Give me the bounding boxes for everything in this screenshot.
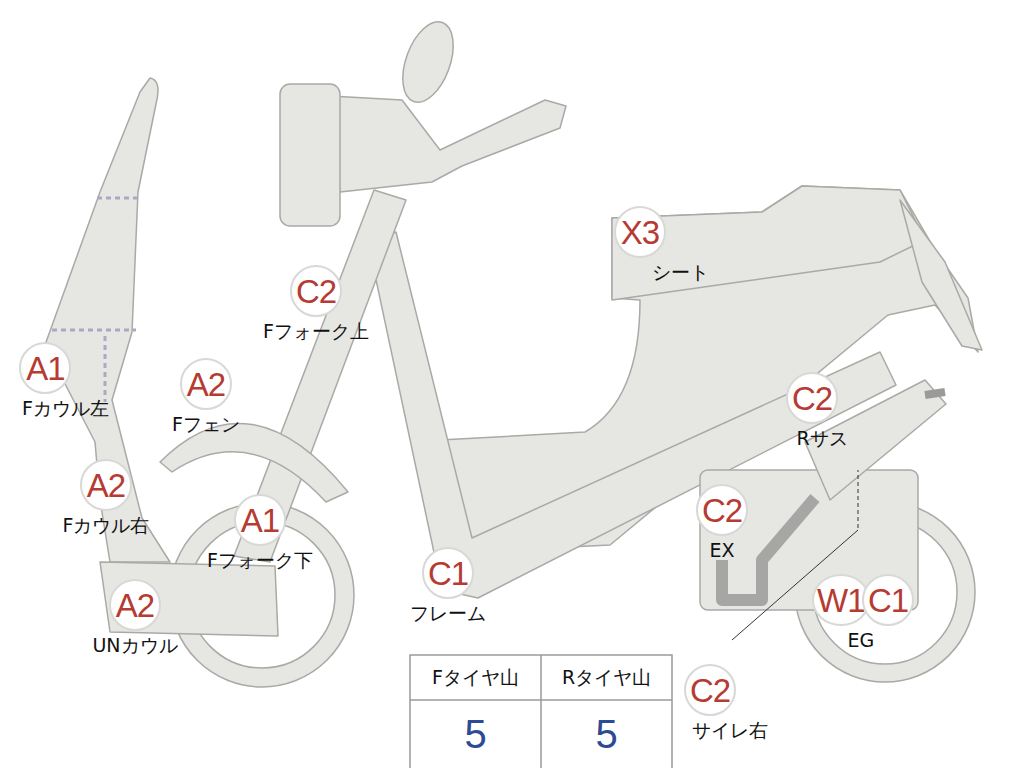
cowl-dotted-line bbox=[52, 329, 136, 332]
callout-circle: C1 bbox=[422, 547, 474, 599]
callout-circle: A2 bbox=[109, 579, 161, 631]
table-cell: 5 bbox=[541, 700, 672, 768]
callout-circle: A1 bbox=[234, 494, 286, 546]
callout-circle: A1 bbox=[19, 342, 71, 394]
callout-circle: C2 bbox=[684, 664, 736, 716]
damage-code: C2 bbox=[296, 275, 336, 308]
damage-callout: W1EG bbox=[812, 574, 870, 652]
part-name: Fフォーク下 bbox=[207, 549, 313, 572]
under-cowl bbox=[100, 562, 278, 636]
handlebar bbox=[330, 96, 566, 192]
leader-line-hidden bbox=[858, 470, 859, 528]
cowl-dotted-line bbox=[97, 197, 140, 200]
tail-light bbox=[900, 200, 982, 350]
table-rule bbox=[540, 655, 542, 768]
callout-circle: C2 bbox=[696, 484, 748, 536]
damage-code: C1 bbox=[428, 557, 468, 590]
damage-callout: A1Fフォーク下 bbox=[207, 494, 313, 572]
part-name: Rサス bbox=[796, 427, 847, 450]
damage-code: A1 bbox=[241, 504, 279, 537]
table-border bbox=[410, 655, 672, 768]
part-name: サイレ右 bbox=[692, 719, 768, 742]
damage-code: C2 bbox=[690, 674, 730, 707]
damage-code: A1 bbox=[26, 352, 64, 385]
damage-callout: A2UNカウル bbox=[92, 579, 177, 657]
damage-code: A2 bbox=[116, 589, 154, 622]
callout-circle: A2 bbox=[80, 459, 132, 511]
shock-bolt bbox=[925, 392, 945, 395]
damage-code: X3 bbox=[621, 216, 659, 249]
damage-callout: C1 フレーム bbox=[410, 547, 486, 625]
table-header: Rタイヤ山 bbox=[562, 665, 651, 691]
damage-callout: C1 bbox=[862, 574, 914, 626]
damage-callout: C2サイレ右 bbox=[672, 664, 748, 742]
part-name: シート bbox=[652, 261, 709, 284]
callout-circle: C1 bbox=[862, 574, 914, 626]
damage-callout: A1Fカウル左 bbox=[2, 342, 89, 420]
part-name: フレーム bbox=[410, 602, 486, 625]
tread-value: 5 bbox=[595, 712, 617, 757]
damage-code: C2 bbox=[792, 382, 832, 415]
damage-code: W1 bbox=[817, 584, 865, 617]
damage-callout: C2EX bbox=[696, 484, 748, 562]
front-cowl bbox=[45, 78, 170, 562]
part-name: Fカウル右 bbox=[63, 514, 150, 537]
callout-circle: A2 bbox=[180, 358, 232, 410]
table-cell: Fタイヤ山 bbox=[410, 655, 541, 700]
part-name: EX bbox=[709, 539, 734, 562]
table-header: Fタイヤ山 bbox=[432, 665, 519, 691]
cowl-dotted-line bbox=[104, 336, 107, 402]
damage-code: C1 bbox=[868, 584, 908, 617]
front-fork bbox=[234, 190, 406, 562]
damage-code: A2 bbox=[87, 469, 125, 502]
damage-code: C2 bbox=[702, 494, 742, 527]
table-cell: Rタイヤ山 bbox=[541, 655, 672, 700]
callout-circle: W1 bbox=[812, 574, 870, 626]
damage-callout: C2Rサス bbox=[786, 372, 838, 450]
part-name: Fフェン bbox=[172, 413, 240, 436]
callout-circle: C2 bbox=[290, 265, 342, 317]
front-fender bbox=[160, 423, 348, 502]
damage-callout: A2Fフェン bbox=[172, 358, 240, 436]
part-name: Fカウル左 bbox=[22, 397, 109, 420]
table-cell: 5 bbox=[410, 700, 541, 768]
tread-value: 5 bbox=[464, 712, 486, 757]
headlight bbox=[280, 84, 340, 226]
mirror bbox=[393, 15, 463, 109]
part-name: Fフォーク上 bbox=[263, 320, 369, 343]
damage-callout: A2Fカウル右 bbox=[63, 459, 150, 537]
damage-callout: X3シート bbox=[612, 206, 669, 284]
part-name: EG bbox=[847, 629, 874, 652]
damage-callout: C2Fフォーク上 bbox=[263, 265, 369, 343]
callout-circle: X3 bbox=[614, 206, 666, 258]
table-rule bbox=[410, 699, 672, 701]
part-name: UNカウル bbox=[92, 634, 177, 657]
damage-code: A2 bbox=[187, 368, 225, 401]
callout-circle: C2 bbox=[786, 372, 838, 424]
seat bbox=[612, 186, 925, 300]
